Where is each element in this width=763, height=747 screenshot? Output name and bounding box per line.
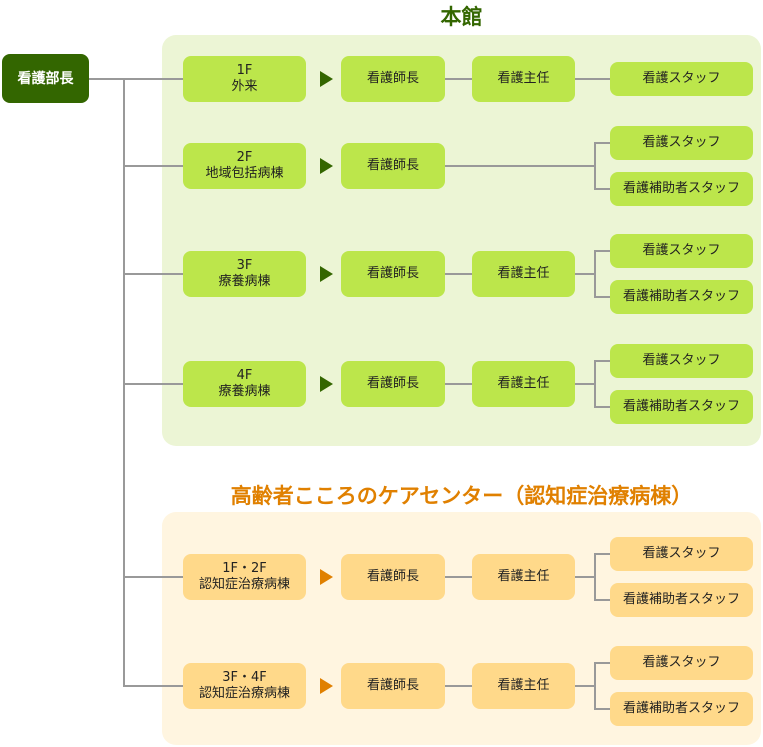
connector-line <box>594 599 610 601</box>
connector-line <box>594 250 596 297</box>
connector-line <box>124 685 183 687</box>
ward-name: 外来 <box>231 79 258 94</box>
staff-box: 看護補助者スタッフ <box>610 692 753 726</box>
floor-label: 1F <box>236 63 253 78</box>
ward-name: 療養病棟 <box>218 384 271 399</box>
head-nurse-box: 看護師長 <box>341 554 445 600</box>
head-nurse-box: 看護師長 <box>341 251 445 297</box>
section-title: 高齢者こころのケアセンター（認知症治療病棟） <box>230 484 693 508</box>
floor-label: 1F・2F <box>222 561 267 576</box>
connector-line <box>594 250 610 252</box>
head-nurse-box: 看護師長 <box>341 663 445 709</box>
arrow-icon <box>320 569 333 585</box>
connector-line <box>124 165 183 167</box>
connector-line <box>594 142 610 144</box>
staff-box: 看護補助者スタッフ <box>610 583 753 617</box>
floor-label: 3F <box>236 258 253 273</box>
staff-box: 看護補助者スタッフ <box>610 390 753 424</box>
chief-nurse-box: 看護主任 <box>472 56 575 102</box>
connector-line <box>594 360 610 362</box>
connector-line <box>594 296 610 298</box>
connector-line <box>445 576 472 578</box>
chief-nurse-box: 看護主任 <box>472 361 575 407</box>
floor-label: 4F <box>236 368 253 383</box>
staff-box: 看護スタッフ <box>610 234 753 268</box>
staff-box: 看護スタッフ <box>610 537 753 571</box>
head-nurse-box: 看護師長 <box>341 143 445 189</box>
arrow-icon <box>320 678 333 694</box>
ward-name: 認知症治療病棟 <box>198 577 290 592</box>
connector-line <box>594 662 596 709</box>
connector-line <box>575 273 595 275</box>
ward-name: 認知症治療病棟 <box>198 686 290 701</box>
staff-box: 看護スタッフ <box>610 344 753 378</box>
connector-line <box>594 188 610 190</box>
connector-line <box>575 383 595 385</box>
chief-nurse-box: 看護主任 <box>472 554 575 600</box>
connector-line <box>594 360 596 407</box>
head-nurse-box: 看護師長 <box>341 361 445 407</box>
ward-name: 療養病棟 <box>218 274 271 289</box>
arrow-icon <box>320 266 333 282</box>
arrow-icon <box>320 71 333 87</box>
connector-line <box>594 553 610 555</box>
connector-line <box>594 406 610 408</box>
connector-line <box>89 78 124 80</box>
staff-box: 看護補助者スタッフ <box>610 280 753 314</box>
connector-line <box>445 165 595 167</box>
floor-label: 2F <box>236 150 253 165</box>
connector-line <box>594 553 596 600</box>
section-title: 本館 <box>440 5 483 29</box>
staff-box: 看護スタッフ <box>610 646 753 680</box>
ward-name: 地域包括病棟 <box>205 166 284 181</box>
connector-line <box>445 273 472 275</box>
connector-line <box>594 708 610 710</box>
connector-line <box>594 662 610 664</box>
connector-line <box>124 383 183 385</box>
arrow-icon <box>320 376 333 392</box>
connector-line <box>123 78 125 687</box>
nursing-director-label: 看護部長 <box>17 70 74 87</box>
nursing-director-box: 看護部長 <box>2 54 89 103</box>
connector-line <box>124 576 183 578</box>
head-nurse-box: 看護師長 <box>341 56 445 102</box>
chief-nurse-box: 看護主任 <box>472 251 575 297</box>
connector-line <box>124 78 183 80</box>
floor-label: 3F・4F <box>222 670 267 685</box>
connector-line <box>594 142 596 189</box>
staff-box: 看護スタッフ <box>610 126 753 160</box>
connector-line <box>445 685 472 687</box>
connector-line <box>575 685 595 687</box>
connector-line <box>445 383 472 385</box>
connector-line <box>575 576 595 578</box>
connector-line <box>124 273 183 275</box>
connector-line <box>445 78 472 80</box>
staff-box: 看護スタッフ <box>610 62 753 96</box>
chief-nurse-box: 看護主任 <box>472 663 575 709</box>
connector-line <box>575 78 610 80</box>
arrow-icon <box>320 158 333 174</box>
staff-box: 看護補助者スタッフ <box>610 172 753 206</box>
